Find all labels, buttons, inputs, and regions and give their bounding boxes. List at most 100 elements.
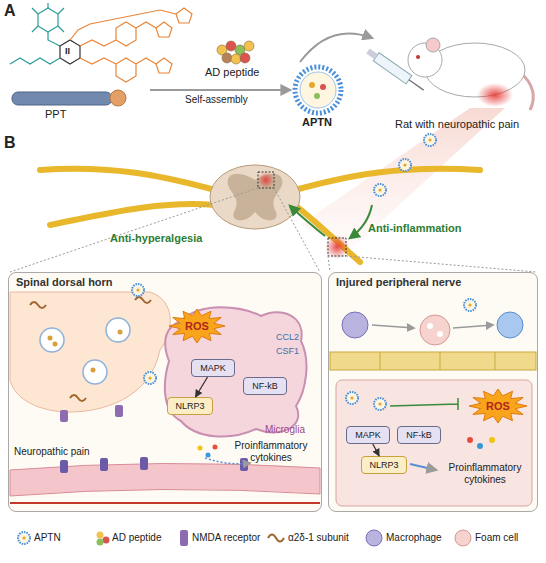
- nmda-receptor: [60, 410, 68, 422]
- foam-cell: [420, 315, 450, 345]
- text-label: Proinflammatory cytokines: [440, 462, 530, 485]
- nmda-receptor: [140, 457, 148, 470]
- cargo: [320, 84, 326, 90]
- pain-signal: [10, 502, 320, 504]
- nerve: [295, 205, 360, 262]
- aptn-particle: [374, 184, 386, 196]
- myelin-division: [440, 352, 441, 370]
- cytokine-dots: [198, 445, 218, 458]
- zoom-panel: Injured peripheral nerveROSMAPKNF-kBNLRP…: [328, 272, 538, 512]
- phenyl-ring: [116, 22, 136, 46]
- cytokine: [467, 437, 473, 443]
- lipid-droplet: [427, 323, 433, 329]
- aptn-particle: [144, 372, 156, 384]
- text-label: II: [65, 46, 70, 56]
- ppt-polymer: [12, 92, 112, 105]
- pathway-box: NLRP3: [361, 456, 407, 474]
- conversion-arrow: [372, 325, 414, 328]
- inhibition-line: [390, 398, 458, 410]
- burst-shape: [169, 309, 225, 343]
- peptide-bead: [222, 53, 232, 63]
- neurotransmitter: [53, 342, 58, 347]
- legend-text: APTN: [34, 532, 61, 543]
- zoom-box: [258, 172, 274, 188]
- rat-ear: [426, 38, 440, 52]
- zoom-panel: Spinal dorsal hornMicrogliaROSMAPKNF-kBN…: [8, 272, 322, 512]
- legend-icon-nmda: [180, 530, 188, 546]
- synaptic-vesicle: [40, 328, 64, 352]
- synaptic-vesicle: [106, 318, 130, 342]
- pathway-box: NLRP3: [167, 397, 213, 415]
- cytokine-arrow: [410, 464, 436, 470]
- aptn-particle: [346, 392, 358, 404]
- lipid-droplet: [437, 331, 443, 337]
- text-label: Self-assembly: [185, 94, 248, 106]
- peptide-bead: [97, 539, 104, 546]
- zoom-box: [328, 238, 346, 256]
- text-label: B: [4, 134, 16, 152]
- myelin-division: [495, 352, 496, 370]
- pathway-box: NF-kB: [243, 377, 287, 395]
- pain-spot: [325, 235, 349, 259]
- myelin-division: [380, 352, 381, 370]
- boronate-ring: [156, 22, 172, 37]
- syringe-needle: [409, 80, 424, 90]
- node-label: NF-kB: [252, 381, 278, 391]
- aptn-particle: [132, 284, 144, 296]
- aptn-nanoparticle: [295, 67, 341, 113]
- node-label: ROS: [185, 320, 209, 332]
- nmda-receptor: [60, 460, 68, 473]
- nmda-receptor: [100, 458, 108, 471]
- spinal-cord: [210, 165, 300, 229]
- nerve: [295, 169, 480, 190]
- node-label: ROS: [486, 400, 510, 412]
- text-label: Anti-inflammation: [368, 222, 462, 235]
- legend-icon-peptide: [97, 532, 110, 546]
- syringe-plunger: [366, 49, 378, 60]
- nerve-roots: [40, 169, 480, 262]
- bond: [70, 10, 176, 64]
- particle-core: [300, 72, 336, 108]
- legend-text: Foam cell: [475, 532, 518, 543]
- pathway-box: MAPK: [346, 426, 390, 444]
- rat: [408, 38, 533, 110]
- zoom-line: [274, 188, 320, 272]
- text-label: Neuropathic pain: [14, 446, 90, 458]
- peptide-bead: [103, 537, 110, 544]
- text-label: A: [4, 2, 16, 20]
- zoom-line: [328, 256, 330, 272]
- text-label: Anti-hyperalgesia: [110, 232, 202, 245]
- node-label: MAPK: [200, 363, 226, 373]
- burst-shape: [469, 389, 527, 423]
- macrophage: [497, 312, 523, 338]
- zoom-line: [10, 188, 258, 272]
- aptn-particle: [399, 159, 411, 171]
- node-label: NLRP3: [175, 401, 204, 411]
- text-label: CCL2: [276, 332, 299, 342]
- cytokine: [198, 446, 203, 451]
- legend-icon-macrophage: [366, 530, 382, 546]
- peptide-bead: [231, 54, 241, 64]
- presynaptic-terminal: [10, 292, 170, 412]
- peptide-bead: [240, 53, 250, 63]
- legend-icon-foam-cell: [455, 530, 471, 546]
- cytokine-dots: [467, 437, 495, 449]
- text-label: CSF1: [276, 346, 299, 356]
- peg-chain: [10, 58, 60, 64]
- delivery-arrow: [300, 33, 372, 62]
- peptide-bead: [244, 41, 254, 51]
- cytokine: [213, 445, 218, 450]
- cell-membrane: [165, 307, 307, 436]
- bond: [32, 3, 64, 46]
- cytokine-arrow: [205, 458, 250, 464]
- nmda-receptor: [115, 405, 123, 417]
- node-label: Injured peripheral nerve: [336, 276, 461, 288]
- aptn-particle: [464, 299, 476, 311]
- rat-eye: [416, 55, 420, 59]
- ppt-end-group: [110, 90, 126, 106]
- ros-burst: ROS: [469, 389, 527, 423]
- piperidine-ring: [38, 8, 58, 32]
- nerve: [40, 169, 215, 190]
- aptn-particle: [424, 134, 436, 146]
